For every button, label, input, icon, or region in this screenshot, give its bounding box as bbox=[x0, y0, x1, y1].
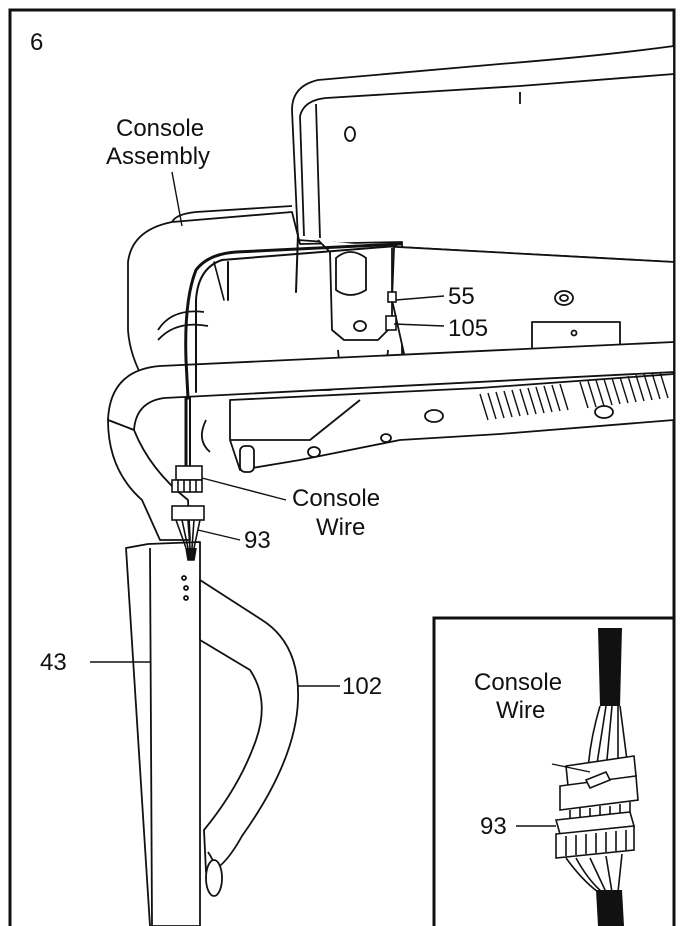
label-console-assembly-line1: Console bbox=[116, 115, 204, 142]
label-console-wire-line1: Console bbox=[292, 485, 380, 512]
console-wire-connector bbox=[171, 465, 203, 493]
inset-detail: Console Wire 93 bbox=[432, 616, 674, 926]
small-connectors bbox=[385, 291, 397, 331]
inset-label-console-wire-line1: Console bbox=[474, 669, 562, 696]
inset-label-console-wire-line2: Wire bbox=[496, 697, 545, 724]
diagram-frame bbox=[8, 8, 676, 926]
wire-93-connector bbox=[171, 505, 205, 561]
label-part-55: 55 bbox=[448, 283, 475, 310]
console-wiring bbox=[184, 233, 402, 472]
label-console-assembly-line2: Assembly bbox=[106, 143, 210, 170]
console-underside bbox=[200, 371, 675, 473]
handlebar-102 bbox=[199, 579, 299, 897]
upright-crossbar bbox=[107, 341, 675, 431]
leader-lines bbox=[90, 171, 445, 687]
inset-label-part-93: 93 bbox=[480, 813, 507, 840]
upright-43 bbox=[107, 419, 213, 926]
inset-frame bbox=[432, 616, 674, 926]
vent-slots bbox=[479, 371, 669, 421]
label-part-102: 102 bbox=[342, 673, 382, 700]
label-console-wire-line2: Wire bbox=[316, 514, 365, 541]
step-number: 6 bbox=[30, 29, 43, 56]
console-assembly bbox=[127, 45, 675, 391]
label-part-93: 93 bbox=[244, 527, 271, 554]
label-part-43: 43 bbox=[40, 649, 67, 676]
label-part-105: 105 bbox=[448, 315, 488, 342]
